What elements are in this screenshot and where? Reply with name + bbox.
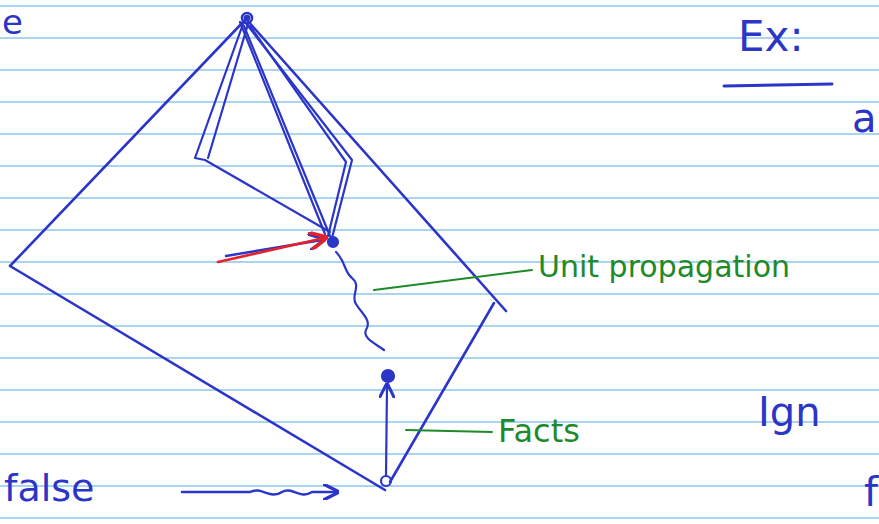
leader-lines (374, 270, 532, 432)
heading-underline (724, 84, 832, 86)
search-space (10, 13, 506, 490)
cut-off-letter: f (864, 470, 878, 514)
propagation-squiggle (336, 252, 394, 486)
example-heading: Ex: (738, 14, 804, 60)
annotation-label: Unit propagation (538, 250, 790, 283)
annotation-label: Facts (498, 414, 580, 449)
false-label: false (4, 468, 94, 510)
propagation-cone (195, 22, 352, 247)
decision-arrows (218, 238, 324, 262)
false-arrow (182, 490, 336, 494)
ruled-lines (0, 6, 879, 518)
cut-off-letter: a (852, 96, 877, 140)
cut-off-word: Ign (758, 390, 821, 434)
cut-off-letter: e (2, 4, 23, 41)
